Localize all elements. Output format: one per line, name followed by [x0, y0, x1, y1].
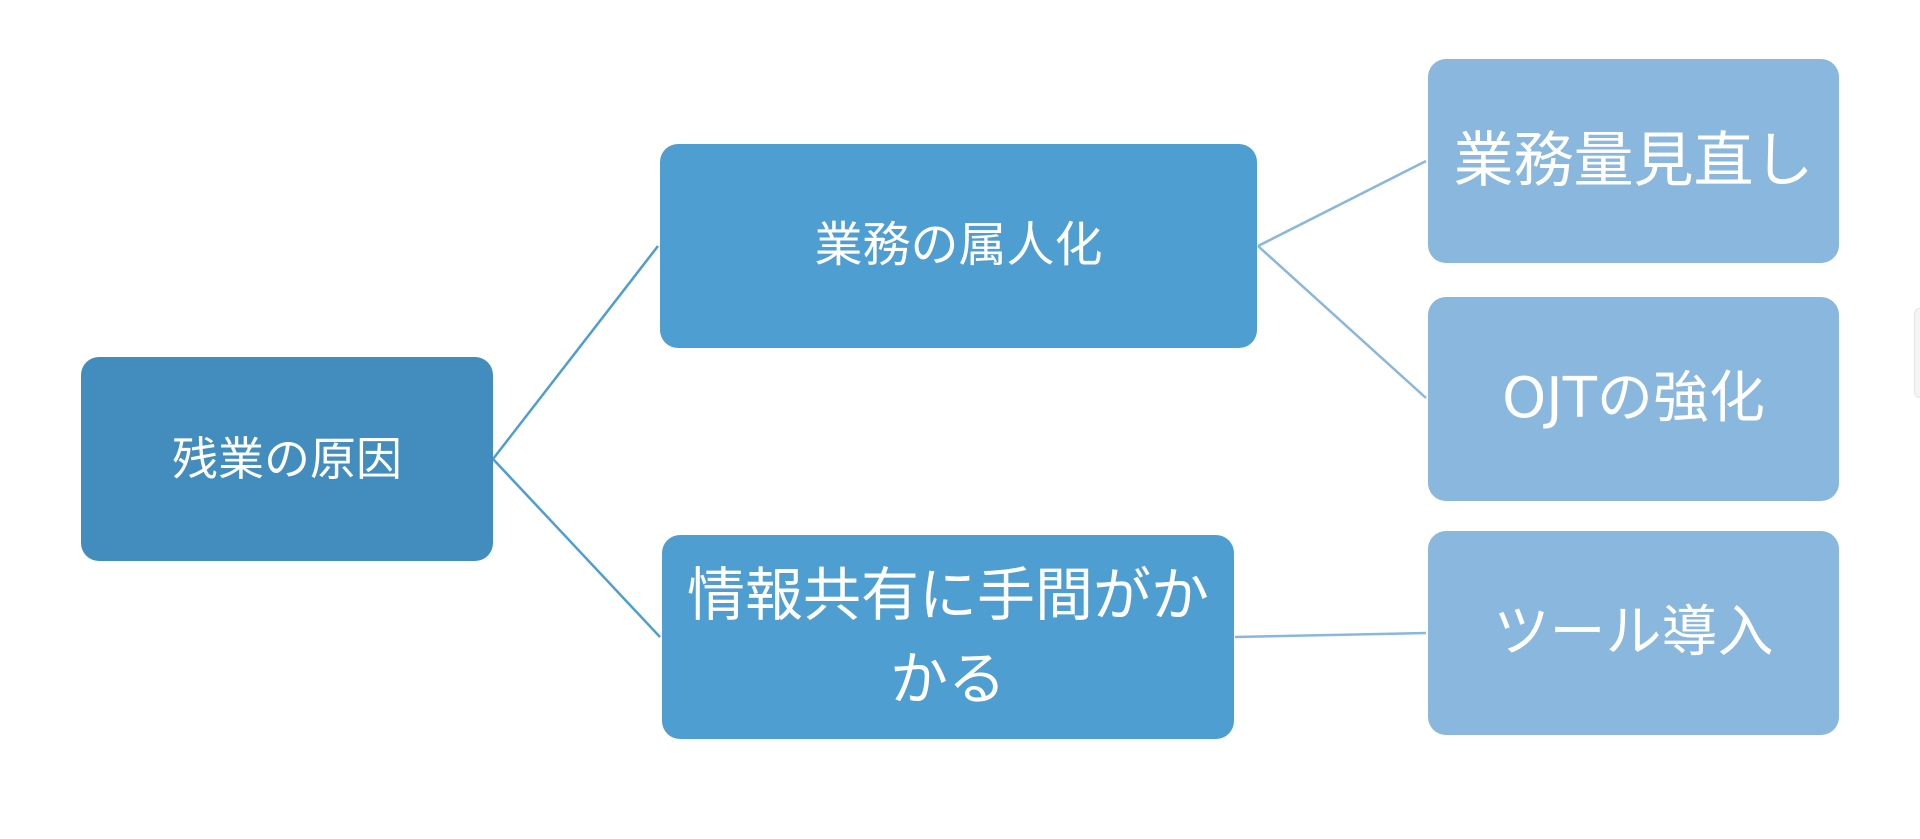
measure-node-2[interactable]: OJTの強化 [1428, 297, 1839, 501]
root-node[interactable]: 残業の原因 [81, 357, 493, 561]
cause-node-2-label: 情報共有に手間がかかる [686, 560, 1209, 713]
connector-root-to-cause-2 [492, 458, 661, 638]
connector-cause-1-to-measure-2 [1257, 245, 1427, 399]
cause-node-1[interactable]: 業務の属人化 [660, 144, 1257, 348]
connector-cause-1-to-measure-1 [1257, 159, 1427, 248]
connector-cause-2-to-measure-3 [1234, 631, 1427, 639]
measure-node-3-label: ツール導入 [1493, 600, 1774, 666]
measure-node-3[interactable]: ツール導入 [1428, 531, 1839, 735]
cause-node-1-label: 業務の属人化 [814, 217, 1103, 274]
measure-node-2-label: OJTの強化 [1502, 366, 1765, 432]
root-node-label: 残業の原因 [172, 431, 402, 486]
measure-node-1[interactable]: 業務量見直し [1428, 59, 1839, 263]
cause-node-2[interactable]: 情報共有に手間がかかる [662, 535, 1234, 739]
side-panel-handle[interactable] [1914, 308, 1920, 398]
connector-root-to-cause-1 [492, 245, 659, 460]
measure-node-1-label: 業務量見直し [1453, 125, 1814, 196]
